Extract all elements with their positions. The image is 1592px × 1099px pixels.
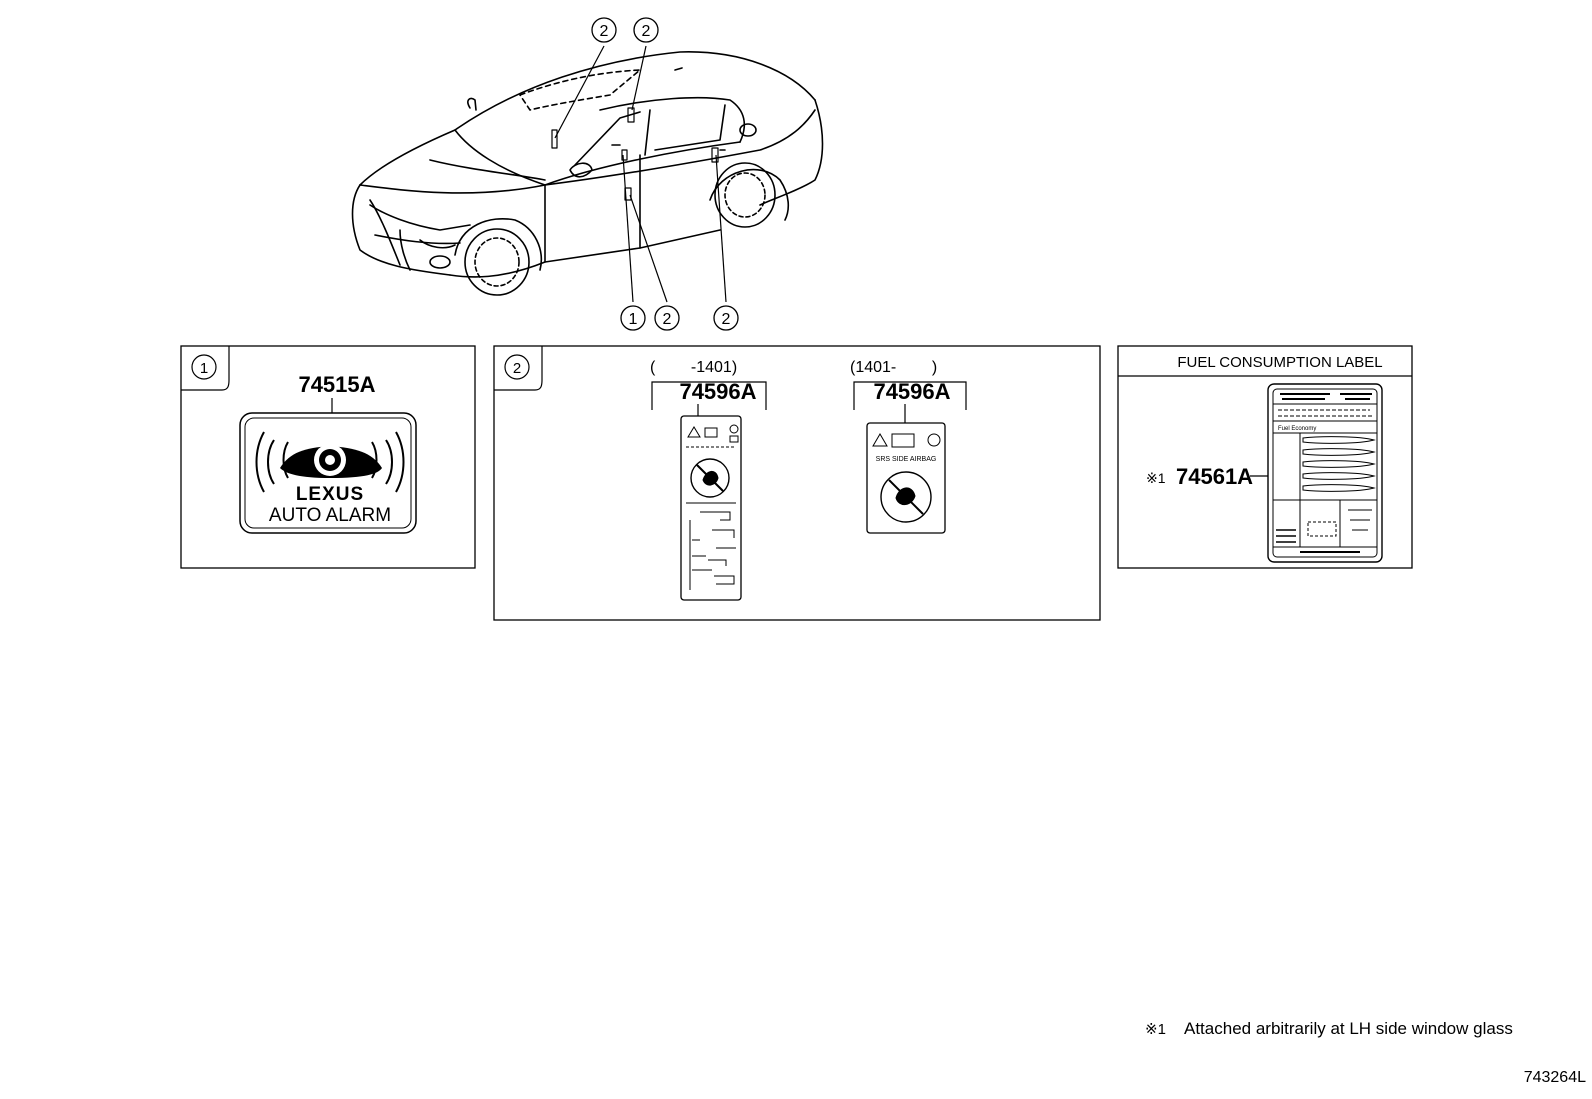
airbag-label-square: SRS SIDE AIRBAG (866, 422, 946, 534)
panel-title: FUEL CONSUMPTION LABEL (1177, 354, 1382, 371)
callout-bottom-b: 2 (654, 305, 680, 331)
callout-number: 2 (663, 311, 672, 328)
date-range-a: ( -1401) (650, 359, 737, 376)
callout-top-b: 2 (633, 17, 659, 43)
note-mark: ※1 (1146, 470, 1166, 486)
panel-3: FUEL CONSUMPTION LABEL ※1 74561A Fuel Ec… (1117, 345, 1413, 569)
panel-index: 1 (200, 360, 208, 377)
callout-number: 1 (629, 311, 638, 328)
leader-lines (554, 45, 727, 303)
callout-bottom-c: 2 (713, 305, 739, 331)
fuel-economy-label: Fuel Economy (1267, 383, 1383, 563)
part-number: 74561A (1176, 464, 1253, 489)
footnote-text: Attached arbitrarily at LH side window g… (1184, 1019, 1513, 1038)
diagram-code: 743264L (1524, 1069, 1586, 1086)
callout-top-a: 2 (591, 17, 617, 43)
date-range-b: (1401- ) (850, 359, 937, 376)
airbag-text: SRS SIDE AIRBAG (876, 456, 937, 463)
callout-bottom-a: 1 (620, 305, 646, 331)
airbag-label-tall (680, 415, 742, 601)
callout-number: 2 (642, 23, 651, 40)
label-heading: Fuel Economy (1278, 426, 1316, 432)
car-illustration (351, 51, 824, 296)
callout-number: 2 (600, 23, 609, 40)
auto-alarm-sticker: LEXUS AUTO ALARM (239, 412, 417, 534)
auto-alarm-caption: AUTO ALARM (269, 505, 391, 526)
callout-number: 2 (722, 311, 731, 328)
panel-2: 2 ( -1401) 74596A (1401- ) 74596A (493, 345, 1101, 621)
part-number-a: 74596A (679, 379, 756, 404)
footnote-mark: ※1 (1145, 1021, 1166, 1038)
part-number-b: 74596A (873, 379, 950, 404)
panel-index: 2 (513, 360, 521, 377)
part-number: 74515A (298, 372, 375, 397)
panel-1: 1 74515A LEXUS AUTO ALARM (180, 345, 476, 569)
lexus-logo-text: LEXUS (296, 484, 364, 505)
